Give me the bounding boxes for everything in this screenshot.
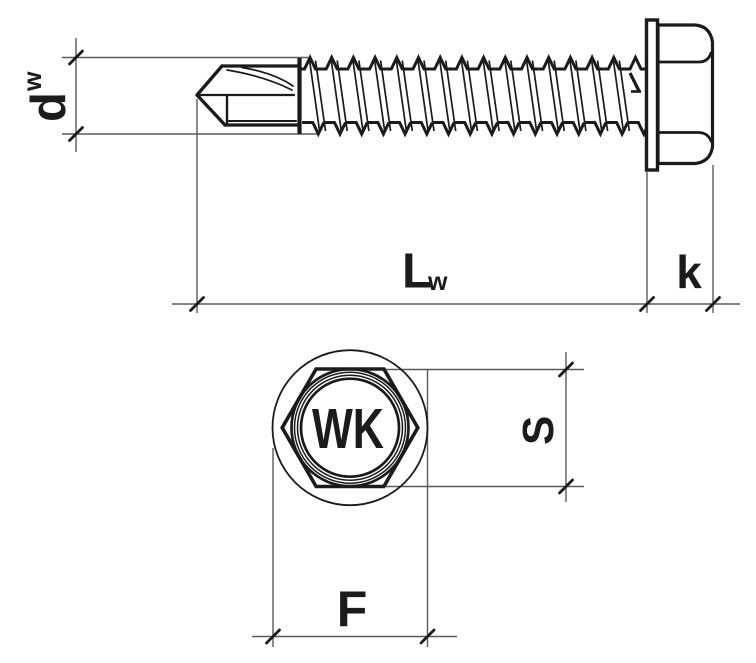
lw-label: L <box>402 245 432 299</box>
hex-outline <box>280 367 420 489</box>
dimension-lw-k <box>172 99 740 313</box>
drill-point <box>195 64 300 127</box>
lw-label-subscript: w <box>427 268 448 296</box>
washer-flange-side <box>644 18 660 172</box>
dw-label-subscript: w <box>19 71 47 92</box>
dw-tick-bottom <box>68 126 84 142</box>
hex-facet-line <box>656 131 713 143</box>
k-label: k <box>676 246 702 298</box>
top-view: WK S F <box>252 349 584 647</box>
dw-tick-top <box>68 49 84 66</box>
dimension-s <box>386 352 584 502</box>
thread-runout <box>628 72 641 93</box>
thread <box>297 54 648 138</box>
flange-circle <box>271 349 429 507</box>
bearing-rings <box>290 367 410 488</box>
hex-head-side <box>656 23 715 166</box>
side-view: d w L w k <box>19 18 740 313</box>
dimension-dw <box>62 38 317 152</box>
dw-label: d <box>22 92 76 122</box>
s-label: S <box>514 416 563 445</box>
flute-curve <box>241 66 294 87</box>
flute-curve <box>226 69 293 91</box>
head-marking: WK <box>312 397 384 461</box>
hex-facet-line <box>656 51 713 64</box>
f-label: F <box>337 581 368 637</box>
